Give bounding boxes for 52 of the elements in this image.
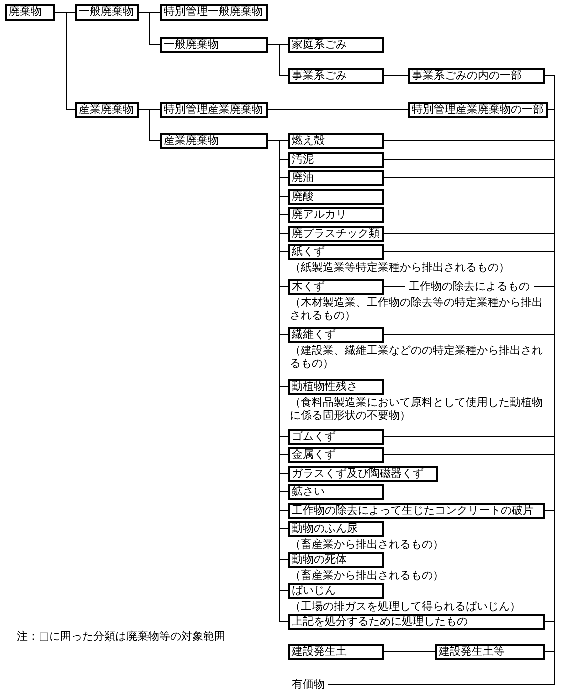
category-box: 事業系ごみ xyxy=(288,68,384,84)
description-text: （木材製造業、工作物の除去等の特定業種から排出されるもの） xyxy=(290,296,544,322)
category-box: 廃油 xyxy=(288,170,384,186)
category-box: 廃棄物 xyxy=(5,4,55,21)
footnote-text: 注：□に囲った分類は廃棄物等の対象範囲 xyxy=(17,630,226,643)
connector-line xyxy=(384,140,556,142)
connector-line xyxy=(544,510,556,512)
category-box: ばいじん xyxy=(288,583,384,599)
category-box: ゴムくず xyxy=(288,429,384,445)
category-box: 木くず xyxy=(288,279,384,295)
connector-line xyxy=(138,110,160,142)
category-box: 廃アルカリ xyxy=(288,207,384,223)
connector-line xyxy=(268,44,288,76)
category-box: 産業廃棄物 xyxy=(75,102,139,118)
description-text: （食料品製造業において原料として使用した動植物に係る固形状の不要物） xyxy=(290,396,544,422)
category-box: 廃酸 xyxy=(288,189,384,205)
connector-line xyxy=(328,684,556,686)
category-box: ガラスくず及び陶磁器くず xyxy=(288,466,438,482)
connector-line xyxy=(138,12,160,46)
category-box: 動植物性残さ xyxy=(288,379,384,395)
category-box: 廃プラスチック類 xyxy=(288,226,384,242)
connector-line xyxy=(384,334,556,336)
category-box: 工作物の除去によって生じたコンクリートの破片 xyxy=(288,503,545,519)
category-box: 一般廃棄物 xyxy=(75,4,139,21)
category-box: 特別管理産業廃棄物 xyxy=(160,102,268,118)
category-box: 鉱さい xyxy=(288,484,384,500)
category-box: 建設発生土 xyxy=(288,644,384,660)
connector-line xyxy=(384,454,556,456)
description-text: （建設業、繊維工業などのの特定業種から排出されるもの） xyxy=(290,344,544,370)
description-text: （紙製造業等特定業種から排出されるもの） xyxy=(290,261,511,274)
category-box: 建設発生土等 xyxy=(435,644,545,660)
description-text: （工場の排ガスを処理して得られるばいじん） xyxy=(290,600,522,613)
category-box: 紙くず xyxy=(288,244,384,260)
category-box: 燃え殻 xyxy=(288,133,384,149)
category-box: 金属くず xyxy=(288,447,384,463)
category-box: 家庭系ごみ xyxy=(288,37,384,53)
connector-line xyxy=(384,436,556,438)
category-box: 繊維くず xyxy=(288,327,384,343)
description-text: （畜産業から排出されるもの） xyxy=(290,538,445,551)
category-box: 一般廃棄物 xyxy=(160,37,268,53)
category-box: 動物の死体 xyxy=(288,552,384,568)
category-box: 事業系ごみの内の一部 xyxy=(408,68,545,84)
edge-label: 工作物の除去によるもの xyxy=(405,280,534,293)
category-box: 上記を処分するために処理したもの xyxy=(288,614,545,630)
category-box: 動物のふん尿 xyxy=(288,521,384,537)
connector-line xyxy=(54,12,76,110)
text-label: 有価物 xyxy=(292,678,328,692)
category-box: 産業廃棄物 xyxy=(160,133,268,149)
category-box: 汚泥 xyxy=(288,152,384,168)
category-box: 特別管理産業廃棄物の一部 xyxy=(408,102,548,118)
description-text: （畜産業から排出されるもの） xyxy=(290,569,445,582)
category-box: 特別管理一般廃棄物 xyxy=(160,4,268,21)
